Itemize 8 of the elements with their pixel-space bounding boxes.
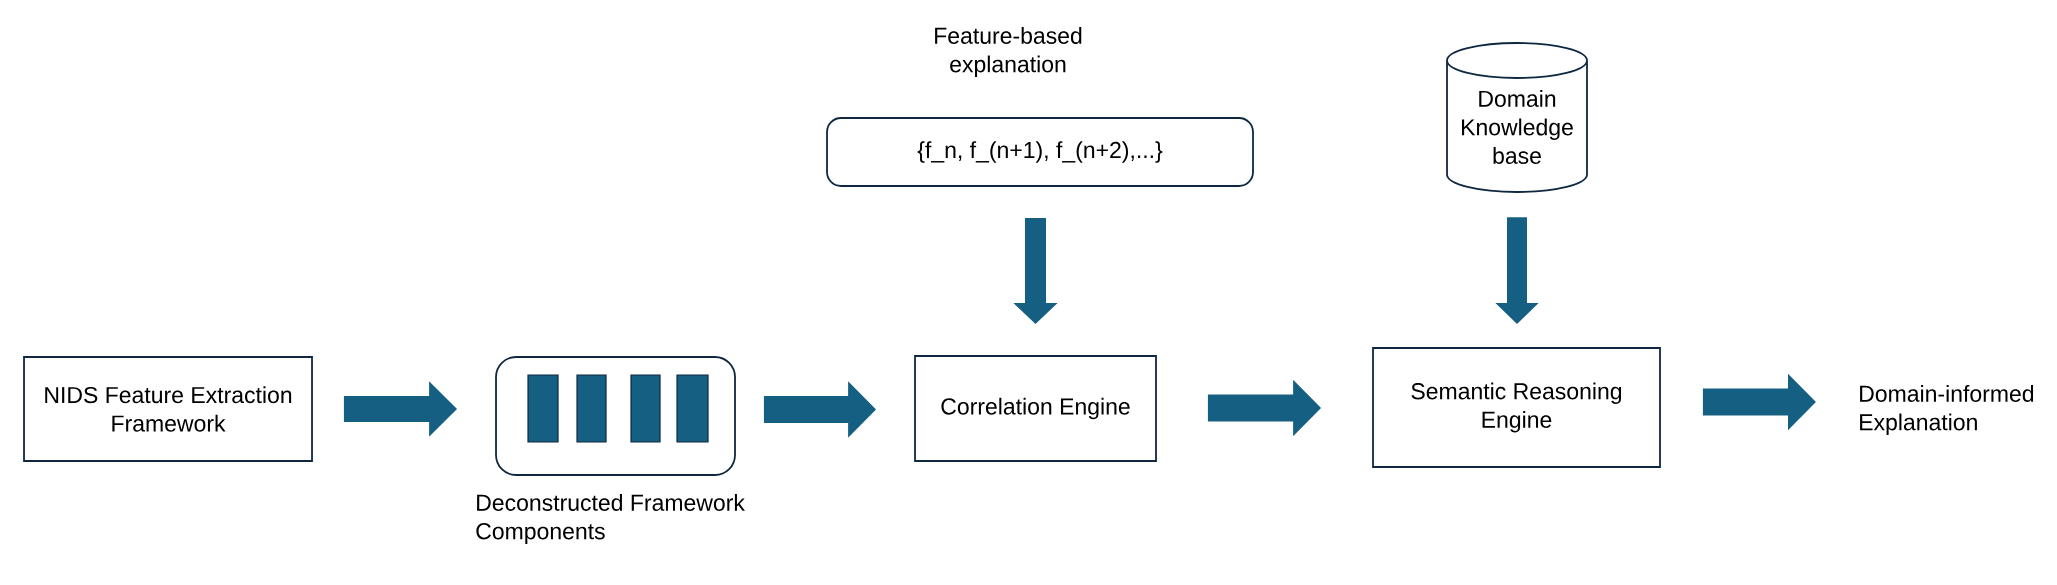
node-label: Deconstructed Framework Components — [476, 494, 745, 544]
process-box: NIDS Feature Extraction Framework — [23, 356, 313, 462]
output-text: Domain-informed Explanation — [1860, 385, 2034, 435]
database-cylinder: Domain Knowledge base — [1446, 42, 1588, 193]
process-box: Correlation Engine — [914, 355, 1157, 462]
process-box: Semantic Reasoning Engine — [1372, 347, 1661, 468]
heading: Feature-based explanation — [935, 27, 1082, 77]
rounded-box: {f_n, f_(n+1), f_(n+2),...} — [826, 117, 1254, 187]
